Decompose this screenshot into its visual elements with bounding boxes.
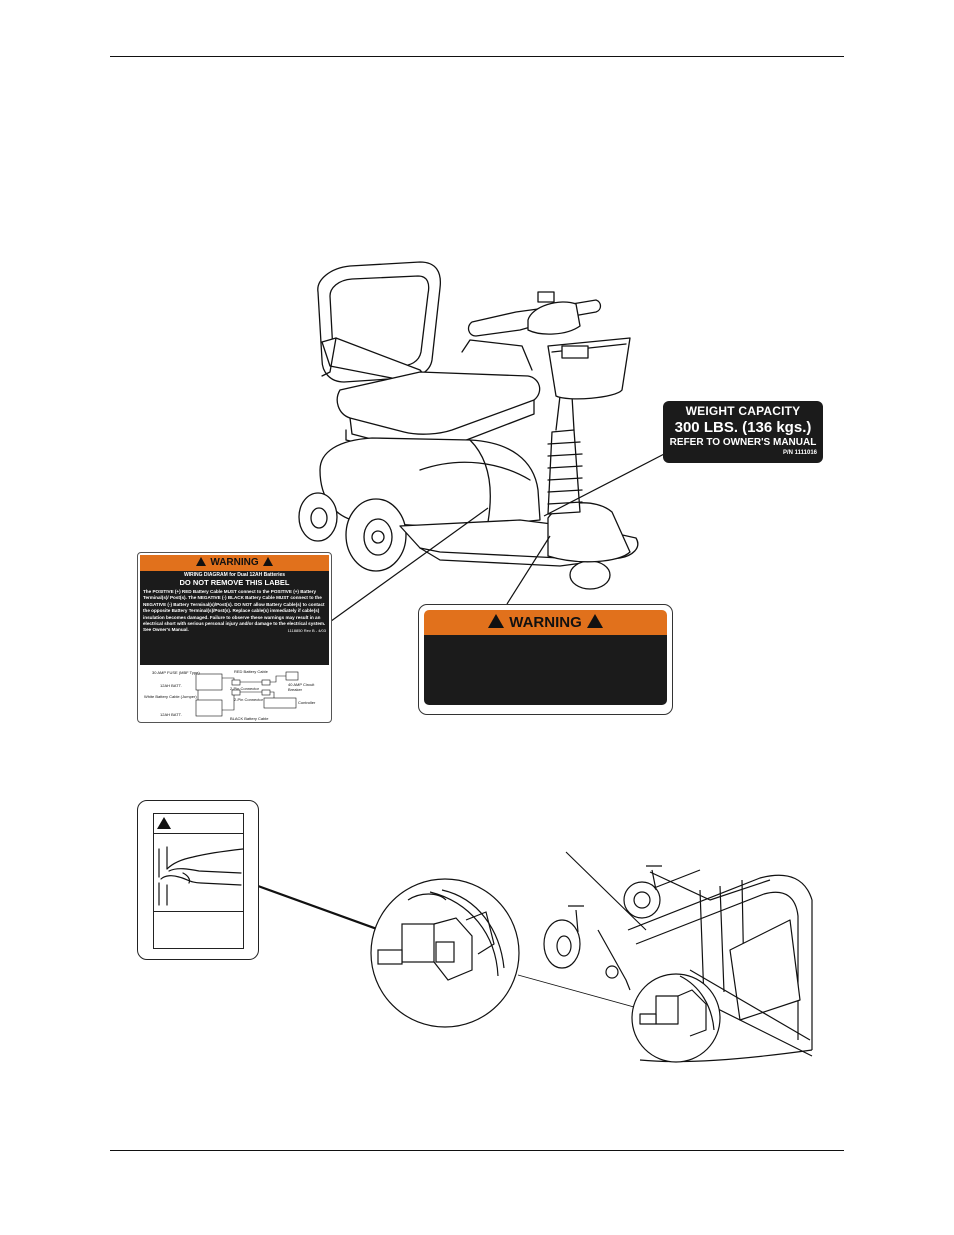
pinch-hazard-label (137, 800, 259, 960)
warning-large-header: WARNING (424, 610, 667, 635)
wiring-diagram-lines (195, 671, 299, 717)
red-cable-label: RED Battery Cable (234, 669, 268, 674)
battery-bottom-label: 12AH BATT. (160, 712, 182, 717)
wiring-warning-header: WARNING (140, 555, 329, 571)
wiring-warning-part-number: 1118850 Rev B - 4/03 (287, 627, 326, 633)
wiring-warning-label: WARNING WIRING DIAGRAM for Dual 12AH Bat… (137, 552, 332, 723)
warning-triangle-icon (488, 614, 505, 628)
footer-rule (110, 1150, 844, 1151)
weight-capacity-part-number: P/N 1111016 (782, 450, 817, 456)
seat-cushion (336, 371, 541, 435)
weight-capacity-label: WEIGHT CAPACITY 300 LBS. (136 kgs.) REFE… (663, 401, 823, 463)
pinch-hand-pictogram (153, 833, 244, 912)
weight-capacity-title: WEIGHT CAPACITY (685, 404, 801, 418)
fuse-label: 30 AMP FUSE (MBF Type) (152, 670, 200, 675)
wiring-warning-subtitle: WIRING DIAGRAM for Dual 12AH Batteries (183, 572, 286, 578)
warning-triangle-icon (586, 614, 603, 628)
detail-circle (370, 878, 520, 1028)
wiring-warning-header-text: WARNING (210, 557, 259, 568)
wiring-warning-title: DO NOT REMOVE THIS LABEL (179, 578, 290, 587)
battery-top-label: 12AH BATT. (160, 683, 182, 688)
warning-label-large: WARNING (418, 604, 673, 715)
wiring-diagram: 30 AMP FUSE (MBF Type) 12AH BATT. White … (138, 666, 331, 722)
weight-capacity-note: REFER TO OWNER'S MANUAL (669, 437, 817, 448)
pinch-hazard-inner (153, 813, 244, 949)
warning-triangle-icon (196, 557, 207, 566)
breaker-label: 40 AMP Circuit Breaker (288, 682, 315, 692)
basket (547, 337, 631, 400)
wiring-warning-body: WIRING DIAGRAM for Dual 12AH Batteries D… (140, 571, 329, 665)
black-cable-label: BLACK Battery Cable (230, 716, 269, 721)
controller-label: Controller (298, 700, 316, 705)
hand-icon (158, 846, 244, 906)
warning-large-header-text: WARNING (509, 614, 582, 631)
weight-capacity-value: 300 LBS. (136 kgs.) (674, 419, 812, 436)
wiring-warning-text: The POSITIVE (+) RED Battery Cable MUST … (143, 589, 326, 633)
warning-triangle-icon (262, 557, 273, 566)
warning-large-body (424, 635, 667, 705)
white-cable-label: White Battery Cable (Jumper) (144, 694, 197, 699)
header-rule (110, 56, 844, 57)
warning-triangle-icon (157, 817, 171, 829)
connector-b-label: 2-Pin Connector (234, 697, 263, 702)
frame-illustration (543, 865, 813, 1063)
pinch-hazard-header (154, 814, 243, 834)
connector-a-label: 2-Pin Connector (230, 686, 259, 691)
